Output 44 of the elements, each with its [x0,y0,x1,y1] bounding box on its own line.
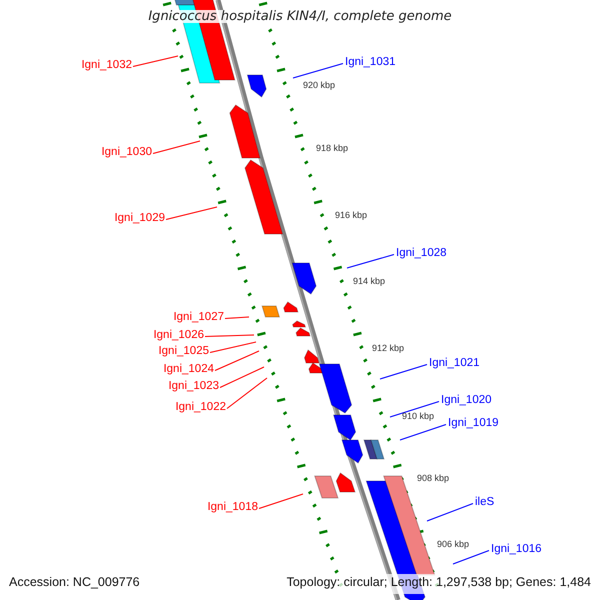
scale-label: 914 kbp [353,275,386,288]
gene-label: Igni_1019 [448,417,499,430]
gene-label: ileS [475,496,494,509]
scale-label: 906 kbp [437,538,470,551]
gene-label: Igni_1031 [345,56,396,69]
leader-line [426,503,474,522]
gene-label: Igni_1029 [114,212,165,225]
leader-line [210,342,256,353]
gene-label: Igni_1027 [173,311,224,324]
gene-label: Igni_1018 [207,501,258,514]
scale-label: 908 kbp [417,472,450,485]
gene-label: Igni_1030 [101,146,152,159]
leader-line [226,378,268,409]
leader-line [214,350,260,371]
footer-text: Accession: NC_009776 [9,576,140,589]
gene-label: Igni_1025 [158,345,209,358]
leader-line [400,424,446,440]
gene-label: Igni_1032 [81,59,132,72]
scale-label: 910 kbp [402,410,434,423]
gene-label: Igni_1016 [491,543,542,556]
scale-label: 916 kbp [335,209,368,222]
footer-text: Topology: circular; Length: 1,297,538 bp; Genes: 1,484 [286,576,591,589]
leader-line [132,56,178,67]
leader-line [166,206,218,220]
leader-line [152,140,200,154]
leader-line [380,364,428,380]
leader-line [292,63,344,78]
gene-label: Igni_1023 [168,380,219,393]
leader-line [258,494,304,509]
gene-label: Igni_1022 [175,401,226,414]
gene-label: Igni_1020 [441,394,492,407]
scale-label: 920 kbp [303,79,336,92]
gene-label: Igni_1021 [429,357,480,370]
gene-label: Igni_1026 [153,329,204,342]
leader-line [220,366,264,388]
leader-line [452,550,490,564]
leader-line [390,401,440,418]
gene-label: Igni_1028 [396,247,447,260]
leader-line [224,316,250,319]
scale-label: 912 kbp [372,342,404,355]
leader-line [204,334,254,337]
gene-label: Igni_1024 [163,363,214,376]
scale-label: 918 kbp [316,142,348,155]
leader-line [346,254,394,268]
